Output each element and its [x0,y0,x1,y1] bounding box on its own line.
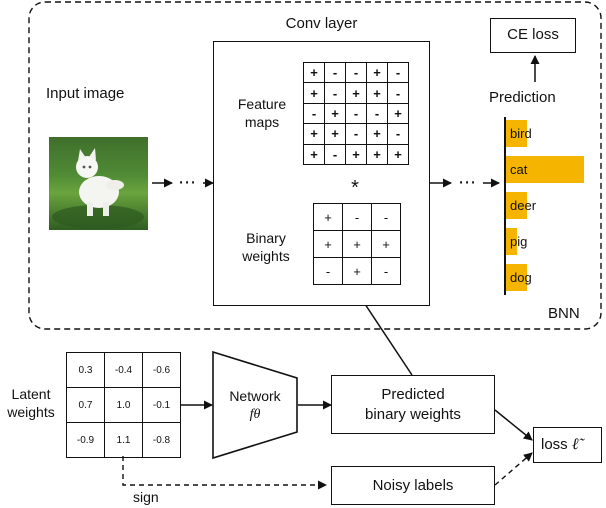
feature-map-cell: + [367,63,388,84]
cat-photo-icon [52,148,144,229]
convolution-operator: * [351,177,359,199]
feature-map-cell: + [367,83,388,104]
arrow-noisy-to-loss [494,452,533,486]
predicted-binary-weights-box [331,375,495,434]
feature-map-cell: - [304,103,325,125]
latent-weight-cell: 1.1 [105,423,143,458]
predicted-binary-weights-label: Predicted binary weights [365,386,461,423]
binary-weights-label: Binary weights [242,230,290,265]
prediction-title: Prediction [489,89,556,106]
prediction-bar-pig [504,228,517,255]
latent-weight-cell: 0.7 [67,388,105,423]
bnn-label: BNN [548,305,580,322]
bnn-boundary [28,1,602,330]
feature-map-cell: - [346,63,367,84]
prediction-bar-deer [504,192,527,219]
feature-map-cell: - [346,124,367,145]
feature-map-cell: + [346,83,367,104]
feature-map-cell: + [367,144,388,165]
feature-map-cell: + [325,103,346,125]
binary-weight-cell: - [343,204,372,231]
latent-weight-cell: -0.4 [105,353,143,388]
prediction-label-deer: deer [510,198,537,213]
binary-weight-cell: + [314,231,343,258]
feature-map-cell: - [388,83,409,104]
feature-map-cell: - [346,103,367,125]
loss-text: loss ℓ̃ [541,437,579,453]
latent-weight-cell: 1.0 [105,388,143,423]
noisy-labels-box [331,466,495,505]
ce-loss-label: CE loss [507,26,559,43]
feature-map-cell: - [388,63,409,84]
feature-map-cell: + [304,63,325,84]
binary-weight-cell: + [343,231,372,258]
conv-layer-title: Conv layer [285,15,358,32]
feature-map-cell: - [388,124,409,145]
latent-weight-cell: 0.3 [67,353,105,388]
feature-map-cell: + [388,103,409,125]
network-symbol: fθ [249,407,261,422]
binary-weight-grid: +--+++-+- [313,203,401,285]
binary-weight-cell: - [372,204,401,231]
ellipsis-right: ⋯ [458,172,476,192]
feature-map-cell: + [304,83,325,104]
feature-map-cell: + [304,124,325,145]
feature-map-cell: - [325,144,346,165]
latent-weight-cell: -0.1 [143,388,181,423]
prediction-label-bird: bird [510,126,532,141]
noisy-labels-label: Noisy labels [372,477,454,494]
prediction-label-dog: dog [510,270,532,285]
input-image [49,137,148,230]
network-label: Network [229,388,281,404]
prediction-axis [504,117,506,295]
conv-layer-box [213,41,430,306]
prediction-bar-dog [504,264,527,291]
network-trapezoid [212,350,298,460]
loss-label: loss [541,436,568,453]
prediction-bar-cat [504,156,584,183]
feature-map-cell: - [367,103,388,125]
binary-weight-cell: - [372,258,401,285]
sign-label: sign [133,489,159,505]
feature-maps-label: Feature maps [237,96,287,131]
loss-symbol: ℓ̃ [571,436,579,453]
binary-weight-cell: + [314,204,343,231]
ellipsis-left: ⋯ [178,172,196,192]
latent-weight-cell: -0.8 [143,423,181,458]
arrow-predicted-to-loss [494,409,533,441]
latent-weight-cell: -0.9 [67,423,105,458]
binary-weight-cell: + [343,258,372,285]
feature-map-cell: + [367,124,388,145]
feature-map-cell: - [325,83,346,104]
binary-weight-cell: - [314,258,343,285]
sign-path [122,456,327,490]
ce-loss-box [490,18,576,53]
feature-map-cell: + [304,144,325,165]
binary-weight-cell: + [372,231,401,258]
prediction-label-cat: cat [510,162,528,177]
feature-map-cell: + [346,144,367,165]
loss-box [533,427,602,463]
input-image-label: Input image [46,85,125,102]
feature-map-cell: - [325,63,346,84]
feature-map-cell: + [325,124,346,145]
prediction-label-pig: pig [510,234,528,249]
latent-weight-cell: -0.6 [143,353,181,388]
feature-map-grid: +--+-+-++--+--+++-+-+-+++ [303,62,409,165]
latent-weights-label: Latent weights [7,386,55,421]
prediction-bar-bird [504,120,527,147]
feature-map-cell: + [388,144,409,165]
